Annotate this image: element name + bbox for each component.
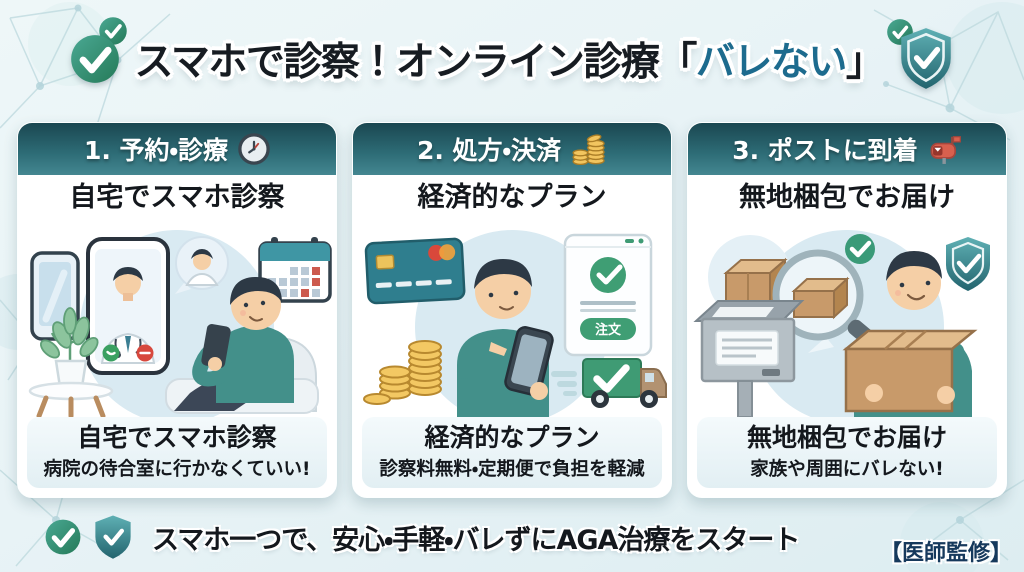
card-1-caption-title: 自宅でスマホ診察 xyxy=(77,423,277,453)
delivery-truck-icon xyxy=(551,358,667,408)
order-button: 注文 xyxy=(580,318,636,340)
card-step-3-delivery: 3. ポストに到着 無地梱包でお届け xyxy=(687,122,1007,498)
coin-stacks xyxy=(363,340,442,405)
clock-icon xyxy=(238,133,270,165)
card-3-illustration xyxy=(688,221,1006,417)
illustration-plain-package-delivery xyxy=(693,230,990,417)
card-3-caption-title: 無地梱包でお届け xyxy=(746,423,947,453)
card-3-step-label: 3. ポストに到着 xyxy=(732,136,918,165)
man-ordering-on-phone xyxy=(457,259,554,417)
check-circle-icon-footer xyxy=(45,519,81,555)
card-step-2-payment: 2. 処方・決済 経済的なプラン xyxy=(352,122,672,498)
mailbox-icon xyxy=(930,135,961,164)
card-2-illustration: 注文 xyxy=(353,221,671,417)
title-bracket-open: 「 xyxy=(658,40,697,85)
steps-row: 1. 予約・診療 自宅でスマホ診察 xyxy=(0,122,1024,498)
card-3-caption-sub: 家族や周囲にバレない! xyxy=(750,458,944,480)
man-with-smartphone xyxy=(174,277,294,411)
check-circle-icon-small-left xyxy=(99,17,127,45)
illustration-home-consultation xyxy=(28,230,332,417)
card-2-caption-sub: 診察料無料・定期便で負担を軽減 xyxy=(379,458,645,480)
card-1-illustration xyxy=(18,221,336,417)
card-3-header: 3. ポストに到着 xyxy=(688,123,1006,175)
title-bracket-close: 」 xyxy=(845,40,885,85)
man-holding-package xyxy=(842,251,978,417)
doctor-supervision-label: 【医師監修】 xyxy=(879,541,1012,566)
card-1-step-label: 1. 予約・診療 xyxy=(83,136,229,165)
card-3-caption: 無地梱包でお届け 家族や周囲にバレない! xyxy=(697,417,997,488)
coins-icon xyxy=(572,133,605,165)
nurse-bubble xyxy=(175,236,229,294)
card-2-header: 2. 処方・決済 xyxy=(353,123,671,175)
card-2-step-label: 2. 処方・決済 xyxy=(416,136,562,165)
footer-text: スマホ一つで、安心・手軽・バレずにAGA治療をスタート xyxy=(152,524,800,556)
shield-check-icon-footer xyxy=(95,514,131,559)
video-call-doctor-phone xyxy=(86,237,170,375)
card-2-caption: 経済的なプラン 診察料無料・定期便で負担を軽減 xyxy=(362,417,662,488)
card-1-caption-sub: 病院の待合室に行かなくていい! xyxy=(43,458,311,480)
page-title: スマホで診察！オンライン診療「バレない」 xyxy=(134,31,885,87)
card-2-heading: 経済的なプラン xyxy=(417,182,607,213)
card-1-heading: 自宅でスマホ診察 xyxy=(69,182,285,213)
shield-check-icon-small xyxy=(946,237,990,291)
order-confirmation-screen: 注文 xyxy=(563,233,653,357)
title-highlight: バレない xyxy=(695,40,848,85)
footer-banner: スマホ一つで、安心・手軽・バレずにAGA治療をスタート xyxy=(0,510,1024,564)
card-1-caption: 自宅でスマホ診察 病院の待合室に行かなくていい! xyxy=(27,417,327,488)
shield-check-icon xyxy=(901,28,952,89)
check-circle-icon xyxy=(70,35,119,83)
credit-card-icon xyxy=(364,237,466,305)
illustration-plan-payment: 注文 xyxy=(363,230,667,417)
card-step-1-reservation: 1. 予約・診療 自宅でスマホ診察 xyxy=(17,122,337,498)
magnifier-inspect-box xyxy=(772,234,886,355)
potted-plant xyxy=(28,307,114,417)
title-prefix: スマホで診察！オンライン診療 xyxy=(134,40,660,85)
mail-post xyxy=(693,300,805,417)
card-2-caption-title: 経済的なプラン xyxy=(424,423,600,453)
order-button-label: 注文 xyxy=(595,322,622,338)
card-3-heading: 無地梱包でお届け xyxy=(739,182,955,213)
title-row: スマホで診察！オンライン診療「バレない」 xyxy=(0,26,1024,92)
card-1-header: 1. 予約・診療 xyxy=(18,123,336,175)
